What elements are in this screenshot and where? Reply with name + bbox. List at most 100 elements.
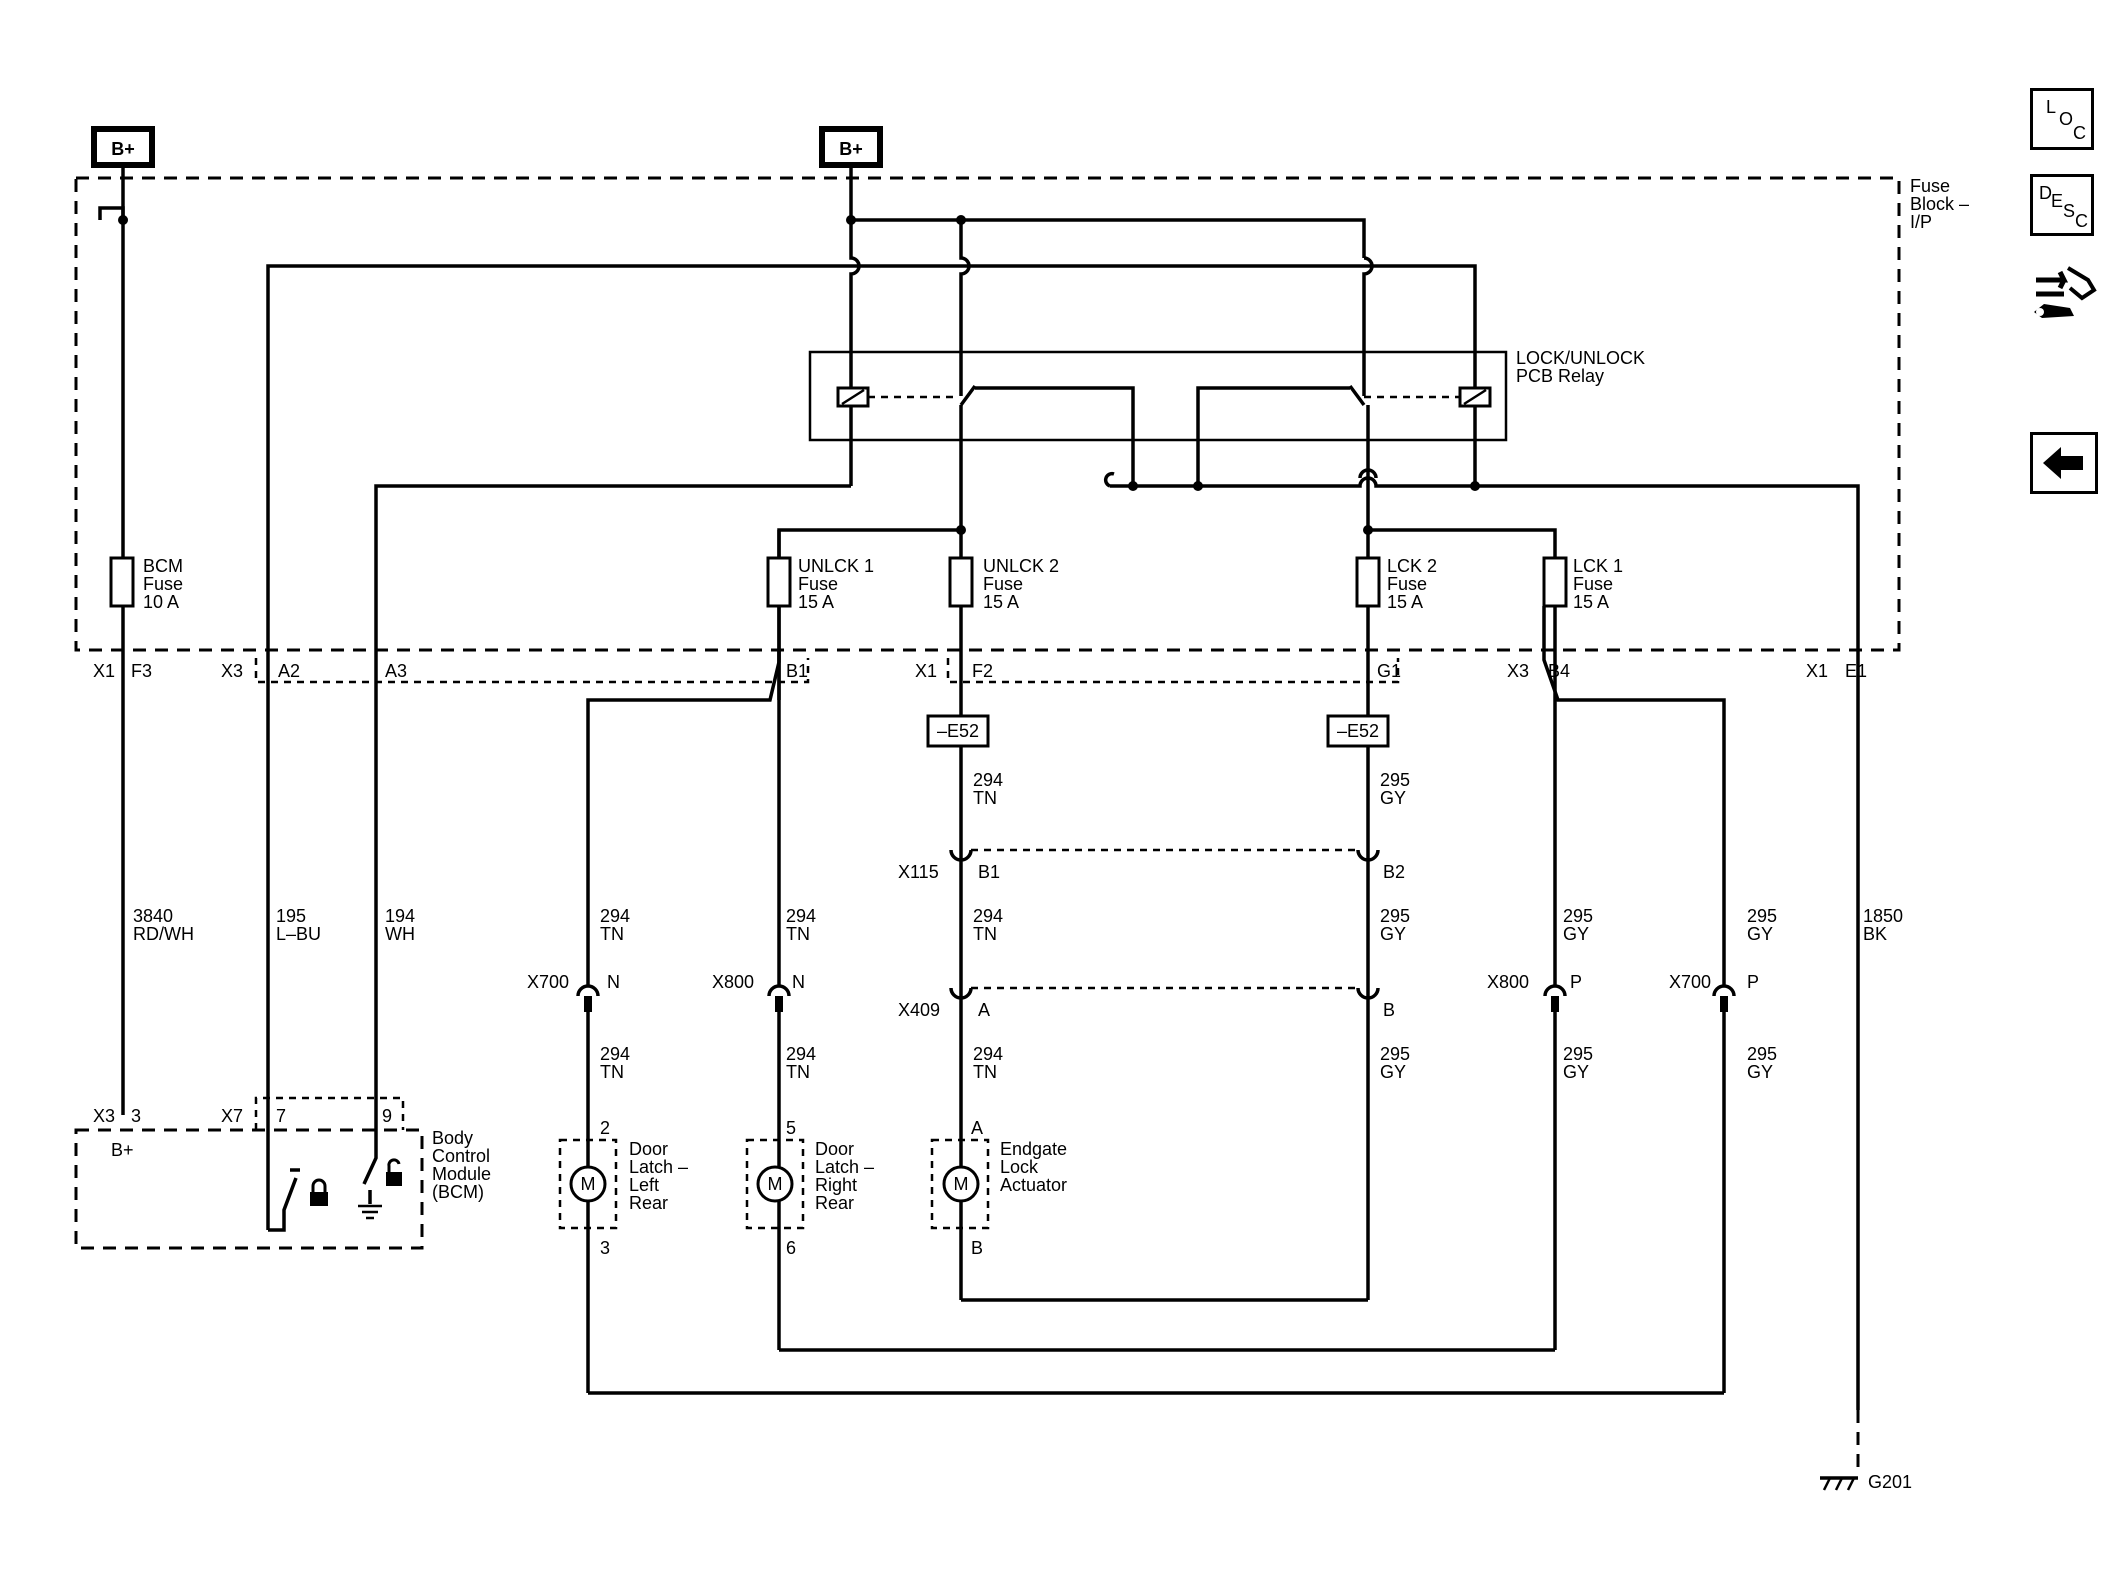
left-rear-label-1: Door — [629, 1139, 668, 1159]
w295-label-g1: 295 — [1747, 1044, 1777, 1064]
w295-label-b2: GY — [1380, 924, 1406, 944]
left-rear-pin-bottom: 3 — [600, 1238, 610, 1258]
conn-x1-e1-a: X1 — [1806, 661, 1828, 681]
left-rear-label-3: Left — [629, 1175, 659, 1195]
g201-label: G201 — [1868, 1472, 1912, 1492]
bcm-fuse-label-1: BCM — [143, 556, 183, 576]
w295-label-e1: 295 — [1380, 1044, 1410, 1064]
w294-label-d2: TN — [973, 924, 997, 944]
left-rear-pin-top: 2 — [600, 1118, 610, 1138]
description-button[interactable]: D E S C — [2030, 174, 2094, 236]
x115-b2: B2 — [1383, 862, 1405, 882]
bcm-pin3: 3 — [131, 1106, 141, 1126]
endgate-lock-actuator: M A B Endgate Lock Actuator — [930, 1118, 1067, 1258]
w295-label-c1: 295 — [1563, 906, 1593, 926]
bcm-label-4: (BCM) — [432, 1182, 484, 1202]
fuse-block-label-3: I/P — [1910, 212, 1932, 232]
lck1-label-3: 15 A — [1573, 592, 1609, 612]
endgate-label-1: Endgate — [1000, 1139, 1067, 1159]
lock-open-icon — [386, 1158, 402, 1186]
w294-label-d1: 294 — [973, 906, 1003, 926]
lck2-fuse: LCK 2 Fuse 15 A — [1355, 530, 1437, 727]
x800-left-connector: X800 N — [712, 972, 805, 1012]
w294-label-e1: 294 — [600, 1044, 630, 1064]
lck2-label-2: Fuse — [1387, 574, 1427, 594]
x800-right-label: X800 — [1487, 972, 1529, 992]
conn-a3: A3 — [385, 661, 407, 681]
location-button[interactable]: L O C — [2030, 88, 2094, 150]
x700-left-label: X700 — [527, 972, 569, 992]
x409-label: X409 — [898, 1000, 940, 1020]
right-rear-pin-bottom: 6 — [786, 1238, 796, 1258]
conn-x1-f3-b: F3 — [131, 661, 152, 681]
bcm-fuse-label-3: 10 A — [143, 592, 179, 612]
relay-label-1: LOCK/UNLOCK — [1516, 348, 1645, 368]
x700-right-connector: X700 P — [1669, 972, 1759, 1012]
relay-label-2: PCB Relay — [1516, 366, 1604, 386]
right-rear-label-4: Rear — [815, 1193, 854, 1213]
lck1-label-1: LCK 1 — [1573, 556, 1623, 576]
w294-label-c1: 294 — [786, 906, 816, 926]
w295-label-c2: GY — [1563, 924, 1589, 944]
w294-label-a1: 294 — [973, 770, 1003, 790]
fuse-block-label-1: Fuse — [1910, 176, 1950, 196]
x800-left-label: X800 — [712, 972, 754, 992]
unlck2-label-1: UNLCK 2 — [983, 556, 1059, 576]
x700-right-pin: P — [1747, 972, 1759, 992]
w294-label-a2: TN — [973, 788, 997, 808]
lck1-fuse: LCK 1 Fuse 15 A — [1542, 556, 1623, 612]
lock-closed-icon — [310, 1178, 328, 1206]
w294-label-f1: 294 — [786, 1044, 816, 1064]
e52-right-splice: –E52 — [1326, 714, 1390, 748]
bcm-fuse-label-2: Fuse — [143, 574, 183, 594]
w294-label-b1: 294 — [600, 906, 630, 926]
conn-g1: G1 — [1377, 661, 1401, 681]
w294-label-g1: 294 — [973, 1044, 1003, 1064]
desc-letter-e: E — [2051, 191, 2064, 211]
desc-letter-c: C — [2075, 211, 2088, 231]
bplus-top-label: B+ — [839, 139, 863, 159]
unlck2-fuse: UNLCK 2 Fuse 15 A — [948, 530, 1059, 727]
door-latch-left-rear: M 2 3 Door Latch – Left Rear — [558, 1118, 688, 1258]
e52-left-label: –E52 — [937, 721, 979, 741]
conn-x3-a2-a: X3 — [221, 661, 243, 681]
w1850-label-1: 1850 — [1863, 906, 1903, 926]
bplus-left-label: B+ — [111, 139, 135, 159]
w294-label-g2: TN — [973, 1062, 997, 1082]
x409-b: B — [1383, 1000, 1395, 1020]
conn-x3-a2-b: A2 — [278, 661, 300, 681]
x800-left-pin: N — [792, 972, 805, 992]
w294-label-e2: TN — [600, 1062, 624, 1082]
x700-right-label: X700 — [1669, 972, 1711, 992]
body-control-module: X3 3 X7 7 9 B+ Body Control Module (BCM) — [74, 1096, 491, 1250]
x115-b1: B1 — [978, 862, 1000, 882]
loc-letter-c: C — [2073, 123, 2086, 143]
left-rear-label-4: Rear — [629, 1193, 668, 1213]
bcm-fuse — [109, 556, 135, 608]
conn-x3-b4-b: B4 — [1548, 661, 1570, 681]
w194-label-1: 194 — [385, 906, 415, 926]
w195-label-2: L–BU — [276, 924, 321, 944]
ground-g201: G201 — [1820, 1472, 1912, 1492]
bplus-left-box: B+ — [91, 126, 155, 168]
lck2-label-1: LCK 2 — [1387, 556, 1437, 576]
fuse-block-label-2: Block – — [1910, 194, 1969, 214]
x700-left-connector: X700 N — [527, 972, 620, 1012]
arrow-left-icon — [2043, 447, 2083, 479]
lock-unlock-relay — [808, 350, 1508, 442]
back-button[interactable] — [2030, 432, 2098, 494]
top-bus-wire — [851, 218, 1366, 258]
x800-right-connector: X800 P — [1487, 972, 1582, 1012]
vehicle-navigation-icon[interactable] — [2030, 262, 2100, 324]
conn-x1-f2-b: F2 — [972, 661, 993, 681]
lck2-label-3: 15 A — [1387, 592, 1423, 612]
unlck2-label-2: Fuse — [983, 574, 1023, 594]
w295-label-b1: 295 — [1380, 906, 1410, 926]
bcm-pin7: 7 — [276, 1106, 286, 1126]
unlck1-label-3: 15 A — [798, 592, 834, 612]
conn-x3-b4-a: X3 — [1507, 661, 1529, 681]
bcm-label-1: Body — [432, 1128, 473, 1148]
ground-bus-wire — [1103, 471, 1860, 1410]
endgate-label-3: Actuator — [1000, 1175, 1067, 1195]
w3840-label-1: 3840 — [133, 906, 173, 926]
